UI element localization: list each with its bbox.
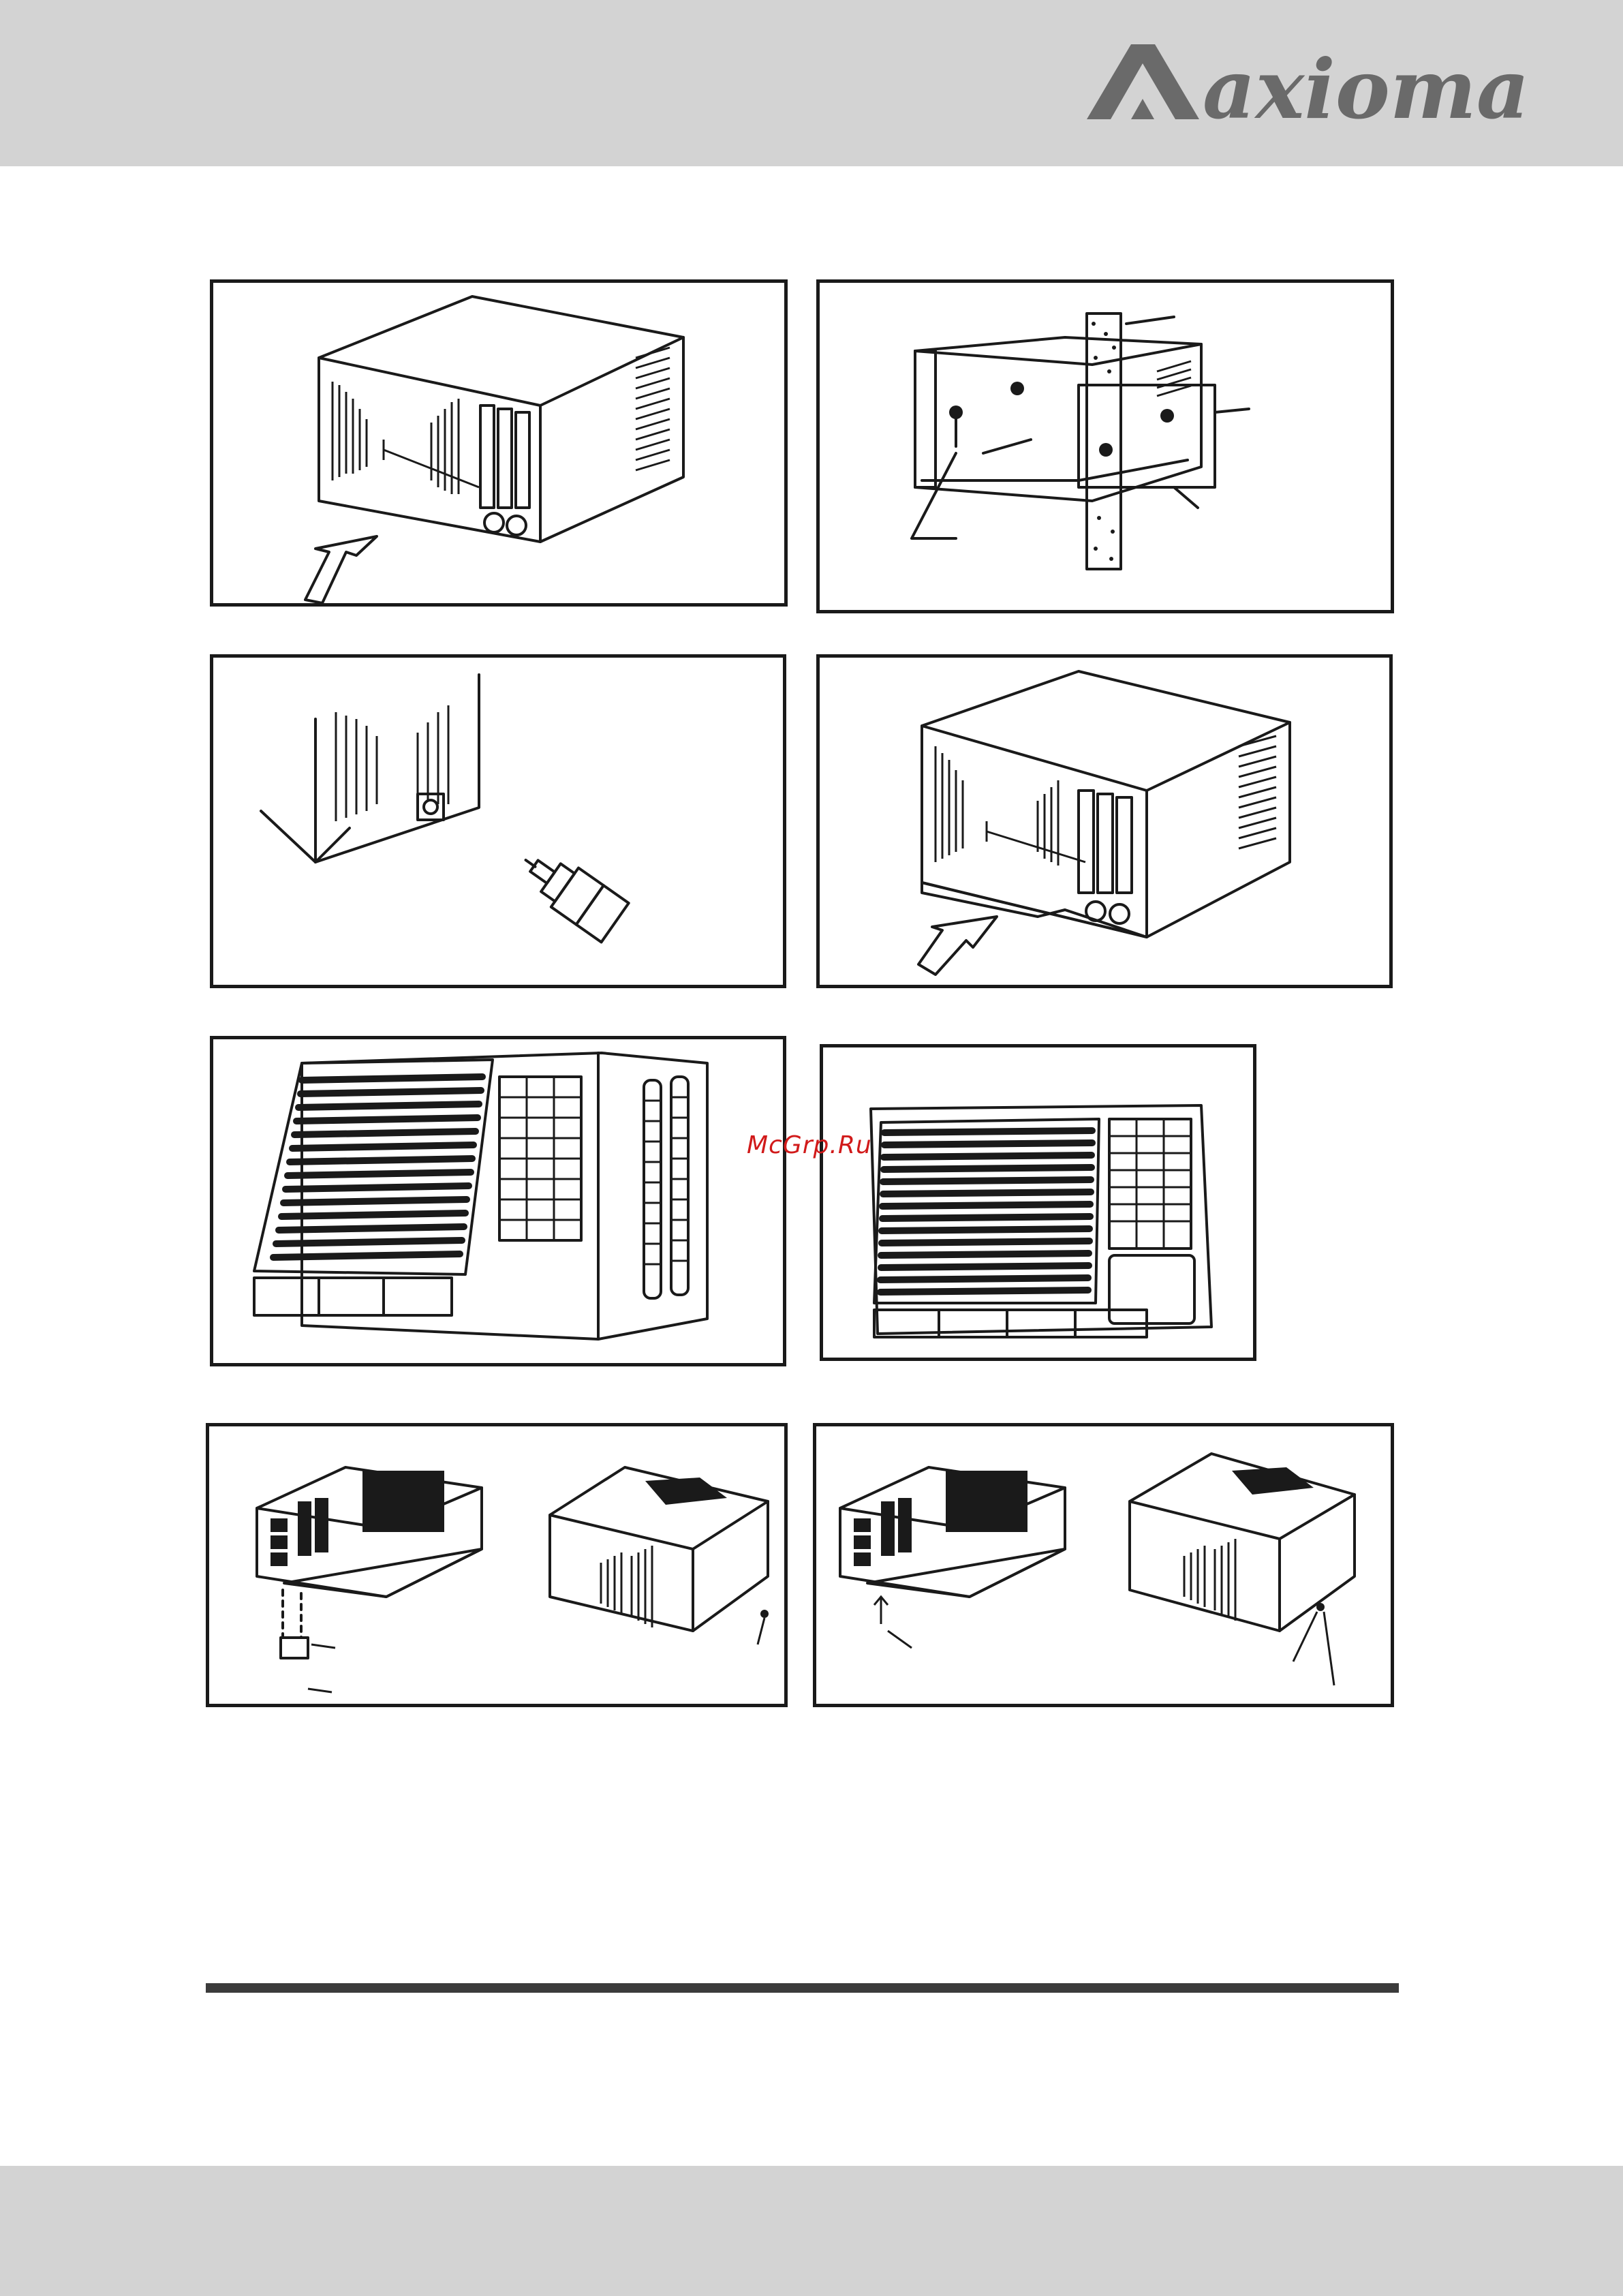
figure-1-panel	[210, 279, 788, 607]
footer-rule	[206, 1983, 1399, 1993]
unit-push-in-arrow-icon	[820, 658, 1393, 988]
footer-band	[0, 2166, 1623, 2296]
bracket-install-icon	[209, 1426, 788, 1707]
axioma-logo: axioma	[1066, 37, 1543, 133]
drain-plug-icon	[213, 658, 786, 988]
figure-2-panel	[816, 279, 1394, 613]
wall-sleeve-screws-icon	[820, 283, 1394, 613]
figure-4-panel	[816, 654, 1393, 988]
figure-6-panel	[820, 1044, 1256, 1361]
unit-pull-out-arrow-icon	[213, 283, 788, 607]
front-grille-open-icon	[213, 1039, 786, 1366]
brand-wordmark: axioma	[1203, 42, 1530, 133]
front-grille-closed-icon	[823, 1047, 1256, 1361]
figure-5-panel	[210, 1036, 786, 1366]
figure-8-panel	[813, 1423, 1394, 1707]
screw-install-icon	[816, 1426, 1394, 1707]
figure-7-panel	[206, 1423, 788, 1707]
watermark: McGrp.Ru	[747, 1131, 872, 1159]
figure-3-panel	[210, 654, 786, 988]
